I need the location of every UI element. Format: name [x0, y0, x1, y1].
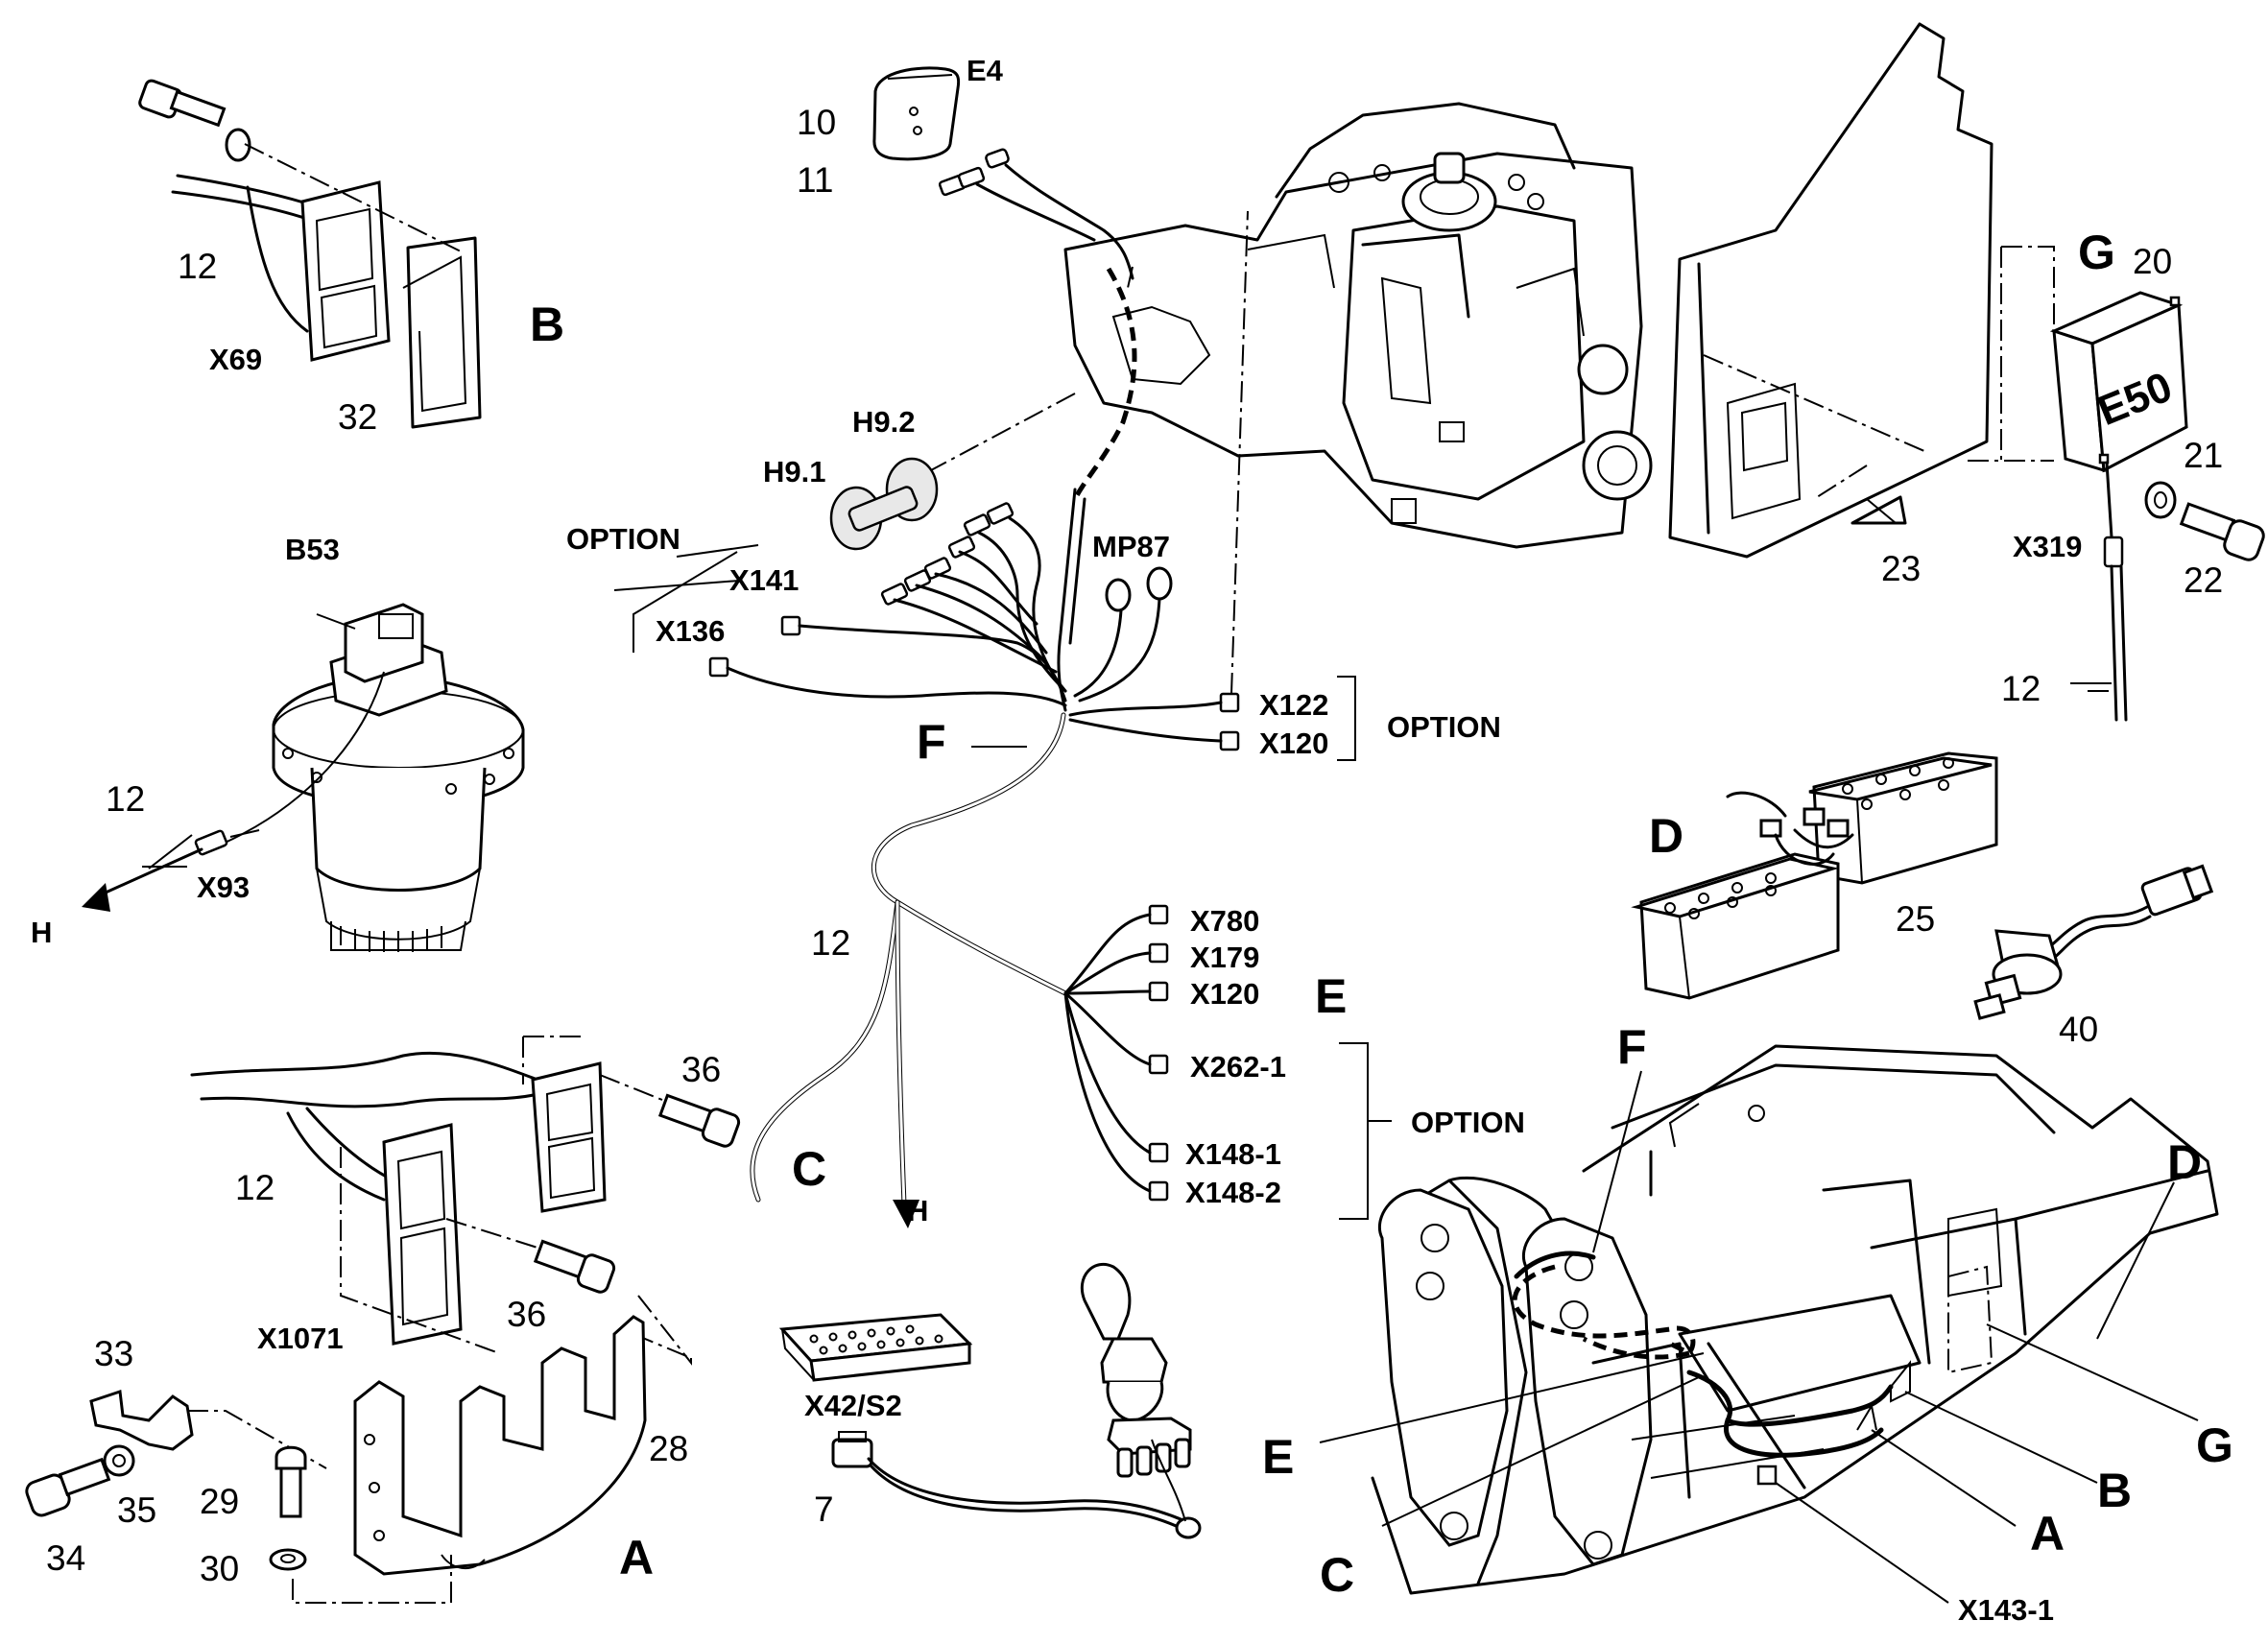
gasket-plate-icon [382, 1123, 463, 1346]
leader-lines [142, 498, 2112, 870]
gasket-plate-icon [531, 1061, 607, 1213]
label-12-main: 12 [811, 923, 850, 963]
label-x69: X69 [209, 343, 262, 376]
harness-e-branches [1063, 904, 1392, 1220]
frame-icon [1371, 1044, 2219, 1595]
label-12-a: 12 [235, 1168, 275, 1207]
label-20: 20 [2133, 242, 2172, 281]
label-10: 10 [797, 103, 836, 142]
x93-cable [82, 829, 228, 912]
lamp-e4-group [872, 66, 1134, 280]
main-harness-f [708, 210, 1356, 1228]
label-x120-top: X120 [1259, 727, 1328, 760]
label-h9-1: H9.1 [763, 455, 825, 488]
screw-icon [25, 1457, 111, 1517]
screw-icon [2179, 502, 2265, 561]
label-x143-1: X143-1 [1958, 1593, 2054, 1627]
label-32: 32 [338, 397, 377, 437]
label-x93: X93 [197, 870, 250, 904]
label-a: A [619, 1531, 654, 1584]
label-h-left: H [31, 916, 52, 949]
washer-icon [225, 128, 251, 162]
label-36-b: 36 [507, 1295, 546, 1334]
label-b53: B53 [285, 533, 340, 566]
label-f-frame: F [1617, 1020, 1647, 1074]
labels: 10 E4 11 12 X69 32 B H9.2 H9.1 OPTION X1… [31, 54, 2233, 1627]
label-d: D [1649, 809, 1683, 863]
screw-icon [275, 1445, 307, 1518]
travel-motor-icon [220, 603, 525, 952]
label-e: E [1315, 969, 1347, 1023]
light-icon [872, 66, 961, 161]
label-option-top: OPTION [566, 522, 680, 556]
label-x780: X780 [1190, 904, 1259, 938]
label-x122: X122 [1259, 688, 1328, 722]
label-21: 21 [2184, 436, 2223, 475]
label-mp87: MP87 [1092, 530, 1170, 563]
label-x319: X319 [2013, 530, 2082, 563]
label-g-frame: G [2196, 1418, 2233, 1472]
label-option-e: OPTION [1411, 1106, 1525, 1139]
label-12-b: 12 [178, 247, 217, 286]
label-x120-e: X120 [1190, 977, 1259, 1011]
label-b: B [530, 298, 564, 351]
label-25: 25 [1896, 899, 1935, 939]
label-a-frame: A [2030, 1507, 2065, 1561]
label-option-right: OPTION [1387, 710, 1501, 744]
label-x141: X141 [729, 563, 799, 597]
label-e4: E4 [967, 54, 1004, 87]
screw-icon [533, 1239, 616, 1294]
label-34: 34 [46, 1538, 85, 1578]
horn-group [829, 393, 1076, 693]
label-x136: X136 [656, 614, 725, 648]
label-x42-s2: X42/S2 [804, 1389, 902, 1422]
hydraulic-unit-group [1063, 22, 1993, 559]
label-g: G [2078, 226, 2115, 279]
gasket-plate-icon [300, 180, 391, 362]
joystick-icon [1080, 1263, 1192, 1522]
label-x148-1: X148-1 [1185, 1137, 1281, 1171]
washer-icon [103, 1444, 135, 1477]
bracket-a-group [25, 1036, 741, 1604]
control-unit-icon [1968, 246, 2265, 722]
label-30: 30 [200, 1549, 239, 1588]
label-28: 28 [649, 1429, 688, 1468]
label-11: 11 [797, 160, 833, 200]
label-x148-2: X148-2 [1185, 1176, 1281, 1209]
frame-leader-lines [1319, 1070, 2199, 1604]
label-x262-1: X262-1 [1190, 1050, 1286, 1084]
label-7: 7 [814, 1489, 834, 1529]
label-x179: X179 [1190, 941, 1259, 974]
label-29: 29 [200, 1482, 239, 1521]
pressure-sensor-icon [1973, 864, 2214, 1020]
washer-icon [269, 1548, 307, 1571]
label-35: 35 [117, 1490, 156, 1530]
horn-icon [829, 457, 939, 551]
label-c: C [792, 1142, 826, 1196]
label-40: 40 [2059, 1010, 2098, 1049]
washer-icon [2144, 481, 2177, 519]
keypad-icon [778, 1313, 973, 1382]
label-f: F [917, 715, 946, 769]
label-33: 33 [94, 1334, 133, 1373]
label-b-frame: B [2097, 1464, 2132, 1517]
screw-icon [657, 1093, 741, 1148]
label-h-bottom: H [907, 1194, 928, 1227]
label-36-a: 36 [681, 1050, 721, 1089]
keypad-joystick-group [778, 1263, 1202, 1539]
label-12-motor: 12 [106, 779, 145, 819]
label-d-frame: D [2167, 1135, 2202, 1189]
battery-icon [1631, 751, 1998, 1000]
label-22: 22 [2184, 560, 2223, 600]
screw-icon [138, 79, 227, 128]
bulkhead-connector-b-group [138, 79, 482, 429]
label-h9-2: H9.2 [852, 405, 915, 439]
label-12-g: 12 [2001, 669, 2041, 708]
label-x1071: X1071 [257, 1322, 344, 1355]
label-c-frame: C [1320, 1548, 1354, 1602]
label-23: 23 [1881, 549, 1921, 588]
label-e-frame: E [1262, 1430, 1294, 1484]
